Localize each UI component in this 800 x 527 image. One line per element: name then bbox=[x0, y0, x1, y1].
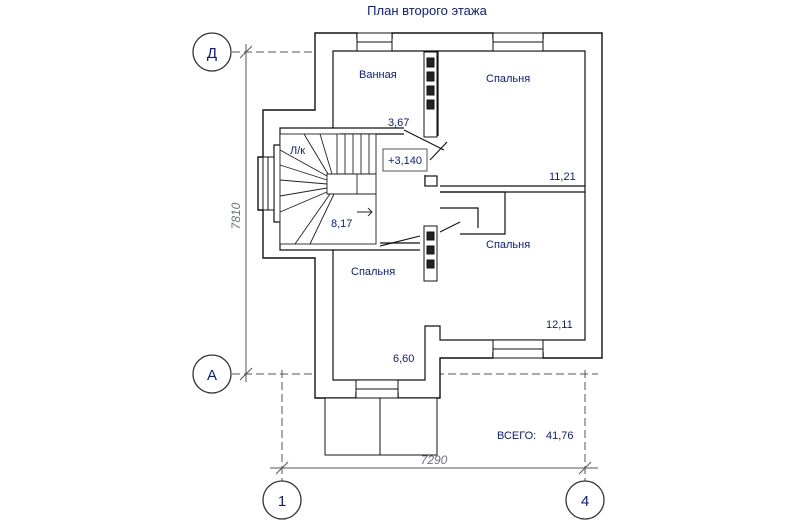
room-label-bedroom-left: Спальня bbox=[351, 266, 395, 278]
room-label-bathroom: Ванная bbox=[359, 69, 397, 81]
plan-title: План второго этажа bbox=[367, 3, 487, 18]
total-label: ВСЕГО: bbox=[497, 430, 536, 442]
axis-marker-1: 1 bbox=[262, 480, 302, 520]
total-value: 41,76 bbox=[546, 430, 574, 442]
terrace bbox=[324, 397, 438, 456]
level-mark: +3,140 bbox=[388, 155, 422, 167]
svg-text:1: 1 bbox=[278, 493, 286, 510]
dimension-width: 7290 bbox=[421, 453, 448, 467]
area-label-bedroom-top: 11,21 bbox=[549, 171, 576, 183]
svg-text:А: А bbox=[207, 367, 217, 384]
windows bbox=[262, 32, 544, 399]
area-label-bedroom-right: 12,11 bbox=[546, 319, 573, 331]
room-label-bedroom-top: Спальня bbox=[486, 73, 530, 85]
axis-marker-d: Д bbox=[192, 32, 232, 72]
level-mark-box bbox=[382, 148, 428, 172]
ventilation-blocks bbox=[423, 51, 438, 282]
staircase bbox=[279, 133, 377, 245]
dimension-height: 7810 bbox=[229, 202, 243, 229]
area-label-bedroom-left: 6,60 bbox=[393, 353, 414, 365]
doors bbox=[379, 129, 461, 247]
area-label-stair: 8,17 bbox=[331, 218, 352, 230]
svg-text:4: 4 bbox=[581, 493, 589, 510]
area-label-bathroom: 3,67 bbox=[388, 117, 409, 129]
svg-text:Д: Д bbox=[207, 45, 217, 62]
room-label-bedroom-right: Спальня bbox=[486, 239, 530, 251]
axis-marker-4: 4 bbox=[565, 480, 605, 520]
axis-marker-a: А bbox=[192, 354, 232, 394]
room-label-stair: Л/к bbox=[290, 145, 305, 157]
